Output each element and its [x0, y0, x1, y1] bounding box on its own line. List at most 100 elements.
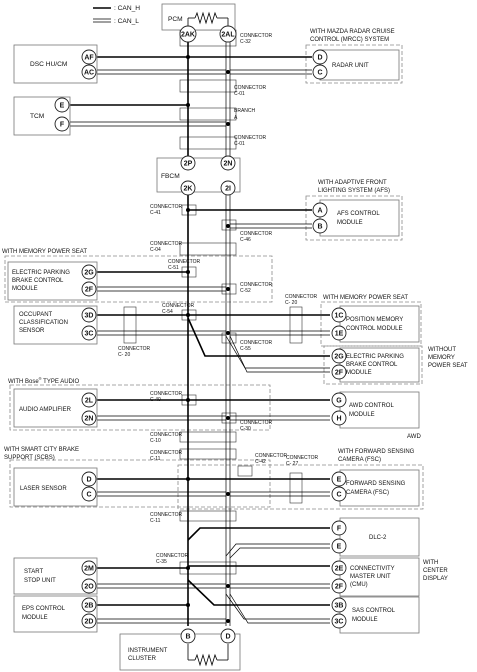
pin-occ-3d: 3D — [81, 307, 97, 323]
pin-pcm-2al: 2AL — [219, 25, 237, 43]
svg-text:2G: 2G — [334, 354, 344, 361]
svg-text:D: D — [225, 634, 230, 641]
pin-las-c: C — [81, 486, 97, 502]
awd-option-label: AWD — [407, 434, 421, 440]
connector-c11b-box — [179, 510, 237, 522]
svg-text:C: C — [336, 492, 341, 499]
connector-c04-box — [179, 242, 237, 256]
pin-ic-d: D — [220, 628, 236, 644]
svg-text:2F: 2F — [85, 287, 94, 294]
svg-text:H: H — [336, 416, 341, 423]
connector-c27-box — [289, 472, 303, 504]
pin-aud-2n: 2N — [81, 410, 97, 426]
pin-aud-2l: 2L — [81, 392, 97, 408]
pin-pm-1c: 1C — [331, 307, 347, 323]
svg-text:E: E — [60, 103, 65, 110]
pin-ic-b: B — [180, 628, 196, 644]
pin-fbcm-2i: 2I — [220, 180, 236, 196]
svg-text:F: F — [337, 526, 342, 533]
svg-text:3C: 3C — [335, 619, 344, 626]
svg-text:3C: 3C — [85, 331, 94, 338]
option-groups — [4, 44, 424, 510]
svg-text:AC: AC — [84, 70, 94, 77]
svg-text:1E: 1E — [335, 331, 344, 338]
tcm-label: TCM — [30, 113, 44, 120]
pin-epbr-2g: 2G — [331, 348, 347, 364]
pin-pcm-2ak: 2AK — [179, 25, 197, 43]
svg-text:1C: 1C — [335, 313, 344, 320]
epb-right-box — [339, 347, 420, 383]
pin-tcm-f: F — [54, 116, 70, 132]
dsc-label: DSC HU/CM — [30, 61, 67, 68]
svg-text:2K: 2K — [184, 186, 193, 193]
pin-epbr-2f: 2F — [331, 364, 347, 380]
memory-seat-left-group — [4, 255, 273, 303]
scbs-group — [9, 459, 271, 508]
svg-text:2N: 2N — [85, 416, 94, 423]
pin-awd-g: G — [331, 392, 347, 408]
dlc-label: DLC-2 — [369, 535, 387, 541]
svg-text:2P: 2P — [184, 161, 193, 168]
pin-afs-b: B — [312, 218, 328, 234]
dsc-box — [13, 44, 98, 84]
svg-text:3D: 3D — [85, 313, 94, 320]
connector-c20a-box — [123, 306, 137, 344]
junction-dots — [186, 55, 230, 623]
svg-text:2E: 2E — [335, 566, 344, 573]
pin-las-d: D — [81, 471, 97, 487]
svg-text:3B: 3B — [335, 603, 344, 610]
fbcm-label: FBCM — [161, 173, 180, 180]
svg-text:2G: 2G — [84, 270, 94, 277]
can-trunk — [187, 40, 231, 626]
memory-seat-right-group — [320, 301, 422, 347]
pin-circles: 2AK 2AL 2P 2N 2K 2I B D AF AC E F 2G 2F … — [54, 25, 347, 644]
pin-occ-3c: 3C — [81, 325, 97, 341]
can-h-legend-label: : CAN_H — [114, 5, 140, 12]
svg-text:A: A — [317, 208, 322, 215]
svg-text:G: G — [336, 398, 342, 405]
pin-ss-2o: 2O — [81, 578, 97, 594]
instrument-cluster-box — [119, 633, 241, 671]
svg-text:E: E — [337, 477, 342, 484]
connector-c11a-box — [179, 448, 237, 460]
laser-box — [13, 467, 98, 507]
bose-group — [9, 384, 271, 431]
fsc-group — [177, 464, 424, 510]
pin-rad-d: D — [312, 49, 328, 65]
svg-text:2F: 2F — [335, 370, 344, 377]
pin-fbcm-2p: 2P — [180, 155, 196, 171]
pcm-label: PCM — [168, 16, 183, 23]
bose-label: WITH Bose® TYPE AUDIO — [8, 376, 80, 385]
pin-eps-2d: 2D — [81, 613, 97, 629]
svg-text:2M: 2M — [84, 566, 94, 573]
audio-label: AUDIO AMPLIFIER — [19, 407, 72, 413]
